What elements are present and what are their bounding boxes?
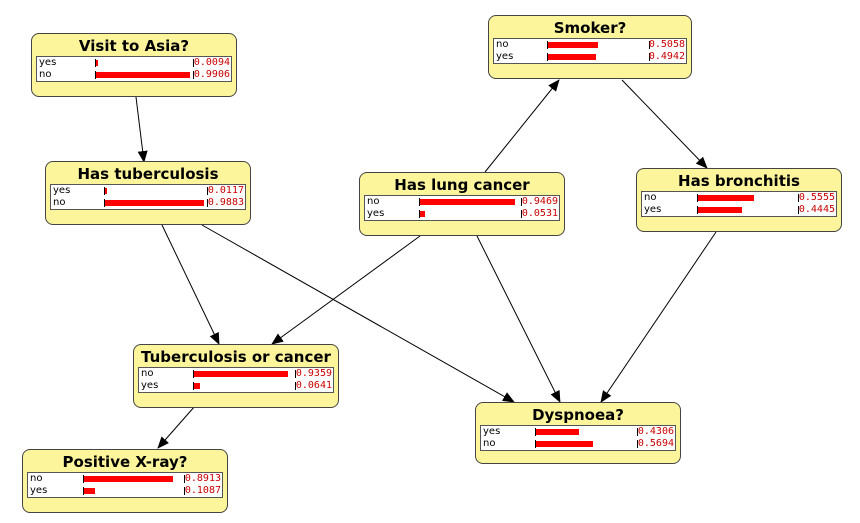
probability-value: 0.0641 (295, 380, 332, 391)
node-title: Has tuberculosis (77, 165, 219, 183)
node-has-bronchitis[interactable]: Has bronchitis no 0.5555 yes 0.4445 (636, 168, 842, 232)
state-label: no (30, 473, 43, 484)
belief-table: no 0.9359 yes 0.0641 (138, 367, 334, 393)
state-row: yes 0.4942 (494, 51, 686, 63)
node-positive-xray[interactable]: Positive X-ray? no 0.8913 yes 0.1087 (22, 449, 228, 513)
node-has-tuberculosis[interactable]: Has tuberculosis yes 0.0117 no 0.9883 (45, 161, 251, 225)
probability-bar (420, 199, 515, 205)
state-row: yes 0.0094 (37, 57, 231, 69)
probability-value: 0.4445 (798, 204, 835, 215)
state-label: no (53, 197, 66, 208)
node-tuberculosis-or-cancer[interactable]: Tuberculosis or cancer no 0.9359 yes 0.0… (133, 344, 339, 408)
state-label: yes (367, 208, 385, 219)
state-row: no 0.8913 (28, 473, 222, 485)
probability-bar (548, 42, 598, 48)
state-row: yes 0.4306 (481, 426, 675, 438)
probability-value: 0.0094 (193, 57, 230, 68)
state-label: no (644, 192, 657, 203)
state-row: no 0.5058 (494, 39, 686, 51)
edge-either-to-xray (157, 405, 196, 449)
probability-value: 0.5694 (637, 438, 674, 449)
probability-bar (96, 72, 190, 78)
state-label: yes (644, 204, 662, 215)
edge-bronchitis-to-dyspnoea (600, 231, 717, 403)
state-label: yes (39, 57, 57, 68)
edge-tuberculosis-to-dyspnoea (201, 224, 515, 403)
state-label: yes (141, 380, 159, 391)
state-label: no (496, 39, 509, 50)
probability-value: 0.5058 (648, 39, 685, 50)
node-title: Has lung cancer (394, 176, 530, 194)
probability-bar (548, 54, 596, 60)
belief-table: yes 0.4306 no 0.5694 (480, 425, 676, 451)
belief-table: no 0.5058 yes 0.4942 (493, 38, 687, 64)
edge-lung-cancer-to-either (271, 235, 421, 345)
edge-lung-cancer-to-smoker (484, 79, 560, 173)
node-has-lung-cancer[interactable]: Has lung cancer no 0.9469 yes 0.0531 (359, 172, 565, 236)
node-title: Has bronchitis (678, 172, 800, 190)
probability-value: 0.1087 (184, 485, 221, 496)
edge-asia-to-tuberculosis (135, 96, 148, 163)
state-row: yes 0.0531 (365, 208, 559, 220)
probability-value: 0.8913 (184, 473, 221, 484)
state-row: no 0.9906 (37, 69, 231, 81)
node-visit-to-asia[interactable]: Visit to Asia? yes 0.0094 no 0.9906 (31, 33, 237, 97)
state-row: no 0.9469 (365, 196, 559, 208)
edge-smoker-to-bronchitis (621, 79, 708, 169)
probability-bar (536, 429, 579, 435)
node-title: Smoker? (553, 19, 627, 37)
state-label: no (367, 196, 380, 207)
probability-bar (105, 188, 107, 194)
node-title: Visit to Asia? (78, 37, 190, 55)
belief-table: yes 0.0117 no 0.9883 (50, 184, 246, 210)
probability-bar (105, 200, 204, 206)
probability-value: 0.9469 (521, 196, 558, 207)
node-smoker[interactable]: Smoker? no 0.5058 yes 0.4942 (488, 15, 692, 79)
state-row: no 0.9359 (139, 368, 333, 380)
state-row: no 0.5555 (642, 192, 836, 204)
probability-bar (96, 60, 98, 66)
belief-table: yes 0.0094 no 0.9906 (36, 56, 232, 82)
state-row: yes 0.1087 (28, 485, 222, 497)
state-row: yes 0.0641 (139, 380, 333, 392)
probability-bar (698, 195, 754, 201)
state-label: yes (483, 426, 501, 437)
probability-bar (698, 207, 742, 213)
state-label: no (141, 368, 154, 379)
node-title: Dyspnoea? (532, 406, 624, 424)
probability-value: 0.4942 (648, 51, 685, 62)
state-label: no (483, 438, 496, 449)
probability-value: 0.9359 (295, 368, 332, 379)
edge-lung-cancer-to-dyspnoea (476, 235, 561, 403)
probability-bar (84, 476, 173, 482)
belief-table: no 0.8913 yes 0.1087 (27, 472, 223, 498)
probability-bar (194, 371, 288, 377)
state-label: no (39, 69, 52, 80)
state-row: yes 0.4445 (642, 204, 836, 216)
node-title: Tuberculosis or cancer (141, 348, 331, 366)
node-title: Positive X-ray? (62, 453, 188, 471)
probability-value: 0.0531 (521, 208, 558, 219)
probability-bar (420, 211, 425, 217)
belief-table: no 0.5555 yes 0.4445 (641, 191, 837, 217)
edge-tuberculosis-to-either (161, 224, 220, 345)
probability-value: 0.0117 (207, 185, 244, 196)
probability-value: 0.9883 (207, 197, 244, 208)
state-label: yes (53, 185, 71, 196)
probability-bar (536, 441, 593, 447)
state-row: yes 0.0117 (51, 185, 245, 197)
probability-value: 0.9906 (193, 69, 230, 80)
probability-value: 0.4306 (637, 426, 674, 437)
belief-table: no 0.9469 yes 0.0531 (364, 195, 560, 221)
state-label: yes (496, 51, 514, 62)
probability-bar (194, 383, 200, 389)
probability-value: 0.5555 (798, 192, 835, 203)
node-dyspnoea[interactable]: Dyspnoea? yes 0.4306 no 0.5694 (475, 402, 681, 464)
state-row: no 0.5694 (481, 438, 675, 450)
state-row: no 0.9883 (51, 197, 245, 209)
state-label: yes (30, 485, 48, 496)
probability-bar (84, 488, 95, 494)
